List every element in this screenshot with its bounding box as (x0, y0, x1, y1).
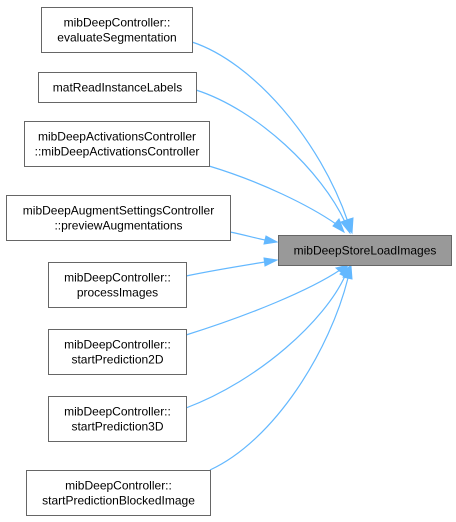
node-box (278, 235, 452, 266)
edge-line (185, 269, 341, 336)
graph-edges (185, 41, 354, 471)
arrowhead-icon (342, 264, 353, 280)
edge-line (229, 231, 266, 241)
arrowhead-icon (340, 218, 351, 235)
caller-node[interactable]: mibDeepController::processImages (48, 262, 187, 308)
node-label-line: startPrediction3D (71, 420, 163, 434)
caller-node[interactable]: mibDeepController::startPrediction3D (48, 396, 187, 442)
node-box (41, 7, 193, 53)
node-box (26, 470, 211, 516)
node-label-line: mibDeepController:: (64, 16, 171, 30)
arrowhead-icon (263, 257, 279, 267)
node-label-line: ::mibDeepActivationsController (35, 145, 200, 159)
node-box (24, 121, 210, 167)
node-box (48, 329, 187, 375)
node-label-line: matReadInstanceLabels (53, 81, 182, 95)
edge-c7-to-target (185, 264, 351, 409)
node-label-line: mibDeepAugmentSettingsController (23, 204, 214, 218)
edge-line (185, 261, 266, 277)
edge-c4-to-target (229, 231, 279, 245)
node-label-line: ::previewAugmentations (54, 219, 182, 233)
edge-c6-to-target (185, 264, 349, 336)
node-box (48, 396, 187, 442)
graph-nodes: mibDeepController::evaluateSegmentationm… (6, 7, 452, 516)
edge-line (191, 41, 349, 223)
node-label-line: evaluateSegmentation (57, 31, 176, 45)
edge-c5-to-target (185, 257, 279, 277)
caller-node[interactable]: matReadInstanceLabels (38, 72, 197, 103)
node-label-line: processImages (77, 286, 158, 300)
caller-node[interactable]: mibDeepController::startPrediction2D (48, 329, 187, 375)
caller-node[interactable]: mibDeepAugmentSettingsController::previe… (6, 195, 231, 241)
node-label-line: mibDeepStoreLoadImages (294, 244, 437, 258)
node-label-line: mibDeepActivationsController (38, 130, 196, 144)
target-node[interactable]: mibDeepStoreLoadImages (278, 235, 452, 266)
node-label-line: startPredictionBlockedImage (42, 494, 195, 508)
edge-line (208, 165, 337, 225)
edge-c3-to-target (208, 165, 345, 234)
caller-node[interactable]: mibDeepController::evaluateSegmentation (41, 7, 193, 53)
node-box (38, 72, 197, 103)
node-label-line: startPrediction2D (71, 353, 163, 367)
edge-line (195, 89, 346, 223)
caller-node[interactable]: mibDeepController::startPredictionBlocke… (26, 470, 211, 516)
node-box (6, 195, 231, 241)
edge-c8-to-target (209, 264, 353, 471)
arrowhead-icon (263, 235, 279, 245)
node-box (48, 262, 187, 308)
node-label-line: mibDeepController:: (65, 479, 172, 493)
edge-line (185, 275, 346, 409)
node-label-line: mibDeepController:: (64, 338, 171, 352)
node-label-line: mibDeepController:: (64, 271, 171, 285)
edge-line (209, 277, 349, 471)
caller-node[interactable]: mibDeepActivationsController::mibDeepAct… (24, 121, 210, 167)
arrowhead-icon (332, 218, 345, 234)
node-label-line: mibDeepController:: (64, 405, 171, 419)
edge-c2-to-target (195, 89, 351, 235)
